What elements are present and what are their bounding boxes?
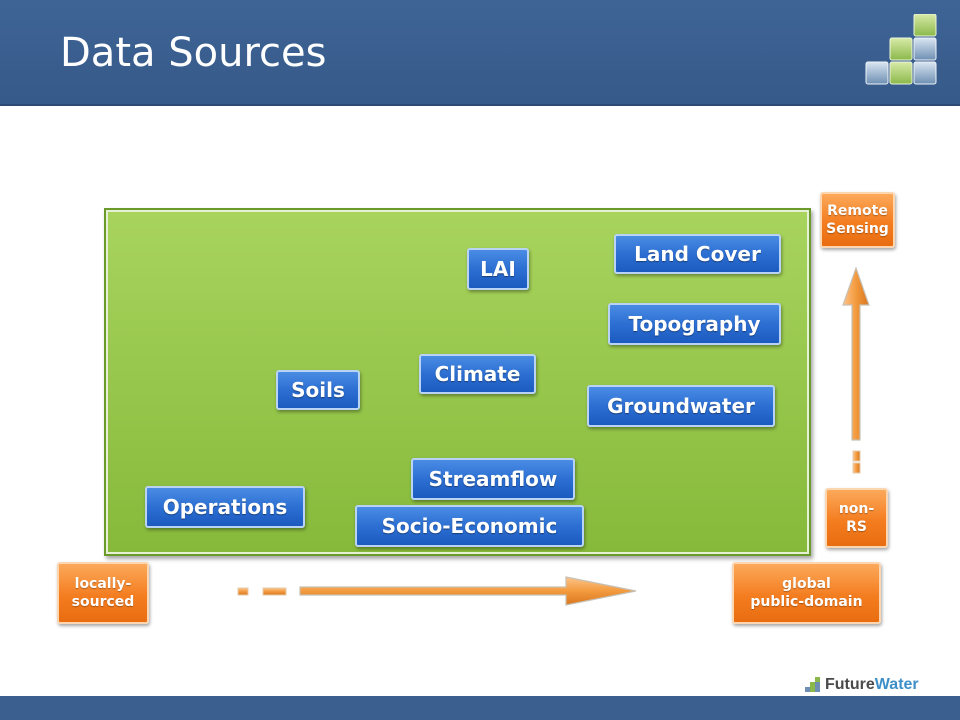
groundwater-box: Groundwater: [587, 385, 775, 427]
header-bar: Data Sources: [0, 0, 960, 106]
land-cover-label: Land Cover: [634, 242, 761, 266]
streamflow-label: Streamflow: [428, 467, 558, 491]
operations-box: Operations: [145, 486, 305, 528]
remote-sensing-line2: Sensing: [826, 221, 889, 237]
futurewater-squares-logo-icon: [865, 14, 937, 85]
locally-sourced-line2: sourced: [71, 594, 135, 610]
socio-economic-label: Socio-Economic: [381, 514, 558, 538]
remote-sensing-box: Remote Sensing: [820, 192, 895, 248]
socio-economic-box: Socio-Economic: [355, 505, 584, 547]
futurewater-mini-logo-icon: [805, 677, 820, 692]
locally-sourced-box: locally- sourced: [57, 562, 149, 624]
topography-box: Topography: [608, 303, 781, 345]
lai-label: LAI: [480, 257, 516, 281]
locally-sourced-line1: locally-: [74, 576, 132, 592]
soils-box: Soils: [276, 370, 360, 410]
climate-box: Climate: [419, 354, 536, 394]
global-public-domain-line1: global: [782, 576, 831, 592]
lai-box: LAI: [467, 248, 529, 290]
soils-label: Soils: [291, 378, 345, 402]
data-sources-panel: Land Cover LAI Topography Climate Soils …: [104, 208, 811, 556]
non-rs-line1: non-: [838, 501, 875, 517]
groundwater-label: Groundwater: [607, 394, 755, 418]
futurewater-brand: Future Water: [804, 676, 919, 694]
page-title: Data Sources: [60, 30, 327, 76]
global-public-domain-box: global public-domain: [732, 562, 881, 624]
non-rs-line2: RS: [846, 519, 867, 535]
streamflow-box: Streamflow: [411, 458, 575, 500]
brand-text-future: Future: [825, 676, 875, 693]
land-cover-box: Land Cover: [614, 234, 781, 274]
vertical-arrow-icon: [842, 266, 870, 474]
remote-sensing-line1: Remote: [827, 203, 888, 219]
operations-label: Operations: [162, 495, 288, 519]
climate-label: Climate: [434, 362, 521, 386]
footer-bar: [0, 696, 960, 720]
global-public-domain-line2: public-domain: [750, 594, 863, 610]
horizontal-arrow-icon: [237, 576, 637, 606]
brand-text-water: Water: [874, 676, 919, 693]
non-rs-box: non- RS: [825, 488, 888, 548]
topography-label: Topography: [628, 312, 761, 336]
